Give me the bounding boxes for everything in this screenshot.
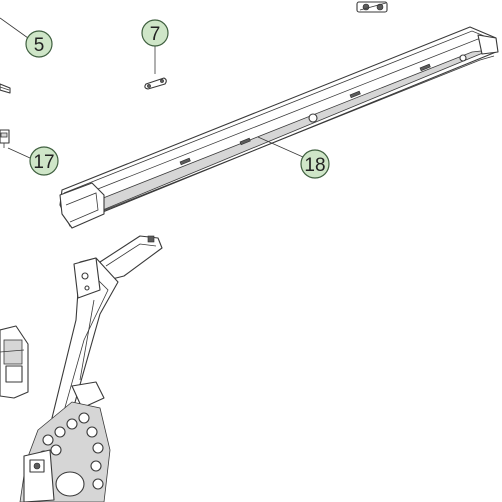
callout-5[interactable]: 5 (25, 30, 53, 58)
callout-17-label: 17 (33, 152, 54, 173)
callout-17[interactable]: 17 (29, 146, 59, 176)
callout-7-label: 7 (150, 24, 161, 45)
rail-part-18[interactable] (59, 26, 499, 229)
callout-18[interactable]: 18 (300, 149, 330, 179)
frame-leg-assembly (19, 235, 163, 502)
hinge-fragment (356, 1, 388, 13)
callout-18-label: 18 (304, 155, 325, 176)
leader-lines (0, 17, 304, 159)
callout-5-label: 5 (34, 35, 45, 56)
clip-part-left (0, 83, 11, 94)
pin-part-17[interactable] (0, 129, 10, 148)
motor-fragment (0, 325, 29, 399)
callout-7[interactable]: 7 (141, 19, 169, 47)
link-part-7[interactable] (144, 77, 167, 90)
